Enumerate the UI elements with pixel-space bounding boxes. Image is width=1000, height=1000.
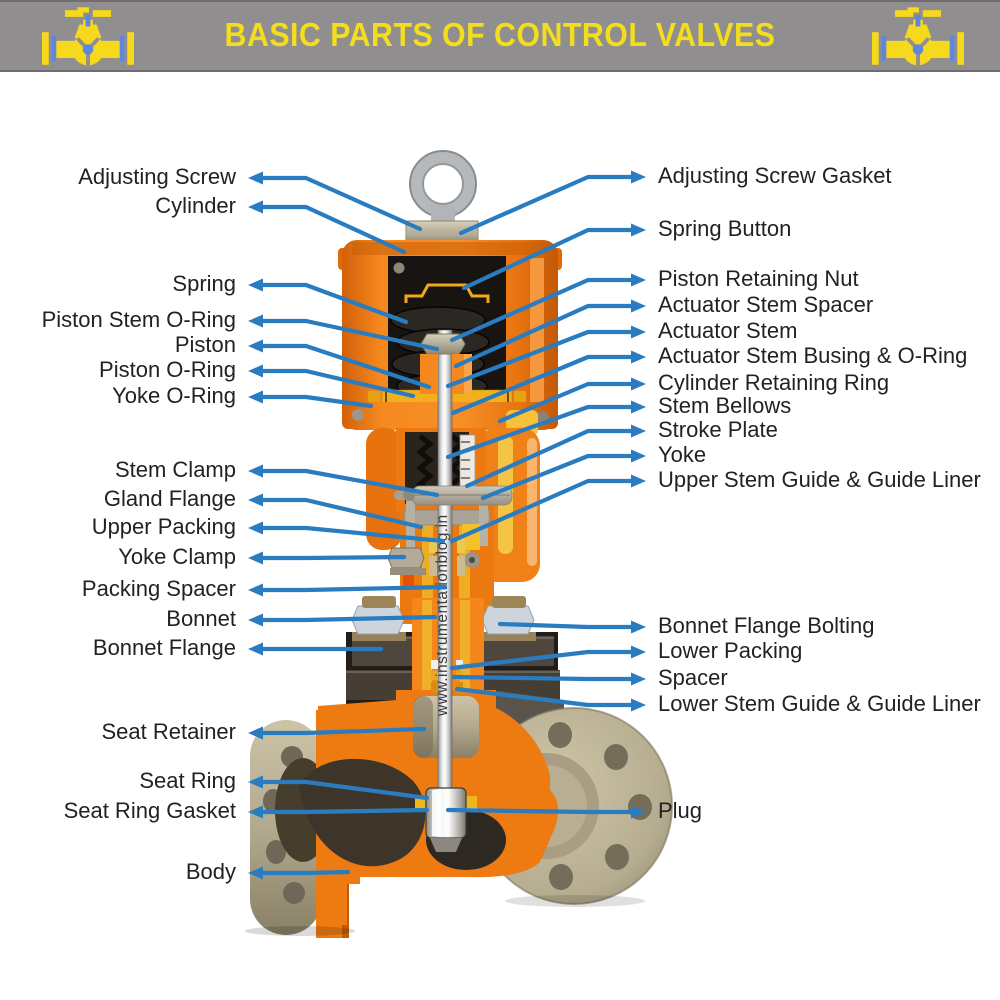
leader-arrowhead — [631, 805, 646, 819]
leader-line-stroke-plate — [464, 428, 636, 489]
spring-button — [404, 283, 490, 303]
bonnet-flange-bolting — [351, 596, 536, 641]
leader-arrowhead — [631, 620, 646, 634]
leader-line-bonnet — [258, 614, 438, 623]
leader-arrowhead — [248, 171, 263, 185]
leader-line-yoke — [480, 453, 636, 501]
leader-line-piston — [258, 343, 432, 390]
leader-arrowhead — [248, 642, 263, 656]
leader-line-actuator-stem — [445, 329, 636, 389]
leader-arrowhead — [248, 726, 263, 740]
leader-arrowhead — [248, 613, 263, 627]
leader-line-yoke-clamp — [258, 554, 407, 561]
leader-arrowhead — [248, 583, 263, 597]
leader-arrowhead — [631, 377, 646, 391]
leader-arrowhead — [631, 672, 646, 686]
leader-line-piston-o-ring — [258, 368, 416, 399]
leader-arrowhead — [248, 339, 263, 353]
leader-arrowhead — [631, 325, 646, 339]
leader-arrowhead — [631, 400, 646, 414]
leader-line-actuator-stem-spacer — [453, 303, 636, 369]
leader-line-plug — [445, 807, 636, 815]
leader-arrowhead — [248, 390, 263, 404]
leader-line-body — [258, 869, 351, 876]
leader-arrowhead — [248, 866, 263, 880]
leader-line-spacer — [451, 674, 636, 682]
eye-bolt — [409, 150, 477, 221]
leader-line-bonnet-flange-bolting — [497, 621, 636, 630]
leader-arrowhead — [631, 449, 646, 463]
leader-line-stem-clamp — [258, 468, 440, 498]
plug — [415, 787, 477, 852]
stem-clamp — [394, 485, 513, 506]
leader-line-seat-retainer — [258, 726, 427, 736]
leader-arrowhead — [248, 278, 263, 292]
header-bar: BASIC PARTS OF CONTROL VALVES — [0, 0, 1000, 72]
leader-line-adjusting-screw-gasket — [458, 174, 636, 236]
leader-line-stem-bellows — [445, 404, 636, 460]
upper-packing — [429, 538, 465, 576]
page-title: BASIC PARTS OF CONTROL VALVES — [224, 16, 776, 53]
leader-arrowhead — [248, 805, 263, 819]
leader-arrowhead — [248, 551, 263, 565]
leader-arrowhead — [248, 364, 263, 378]
leader-line-spring-button — [461, 227, 636, 291]
leader-line-actuator-stem-busing-o-ring — [450, 354, 636, 416]
leader-arrowhead — [248, 314, 263, 328]
leader-line-piston-retaining-nut — [449, 277, 636, 343]
leader-line-upper-packing — [258, 525, 446, 544]
leader-line-adjusting-screw — [258, 175, 423, 232]
leader-arrowhead — [631, 424, 646, 438]
valve-icon — [42, 7, 134, 66]
watermark-text: www.instrumentationblog.in — [434, 514, 451, 717]
leader-line-packing-spacer — [258, 584, 448, 593]
leader-line-yoke-o-ring — [258, 394, 374, 409]
leader-arrowhead — [631, 273, 646, 287]
leader-line-spring — [258, 282, 409, 325]
leader-arrowhead — [631, 474, 646, 488]
leader-line-gland-flange — [258, 497, 424, 530]
leader-line-upper-stem-guide-guide-liner — [449, 478, 636, 544]
leader-line-lower-stem-guide-guide-liner — [454, 686, 636, 708]
leader-line-seat-ring-gasket — [258, 807, 430, 815]
leader-line-lower-packing — [449, 649, 636, 671]
stem-bellows — [415, 434, 435, 494]
leader-arrowhead — [631, 350, 646, 364]
leader-arrowhead — [248, 464, 263, 478]
leader-arrowhead — [248, 775, 263, 789]
leader-line-cylinder-retaining-ring — [497, 381, 636, 424]
leader-arrowhead — [631, 223, 646, 237]
leader-line-cylinder — [258, 204, 407, 255]
leader-arrowhead — [631, 645, 646, 659]
leader-arrowhead — [248, 493, 263, 507]
leader-arrowhead — [248, 200, 263, 214]
leader-line-seat-ring — [258, 779, 430, 801]
leader-arrowhead — [631, 698, 646, 712]
leader-arrowhead — [248, 521, 263, 535]
leader-line-piston-stem-o-ring — [258, 318, 440, 352]
leader-arrowhead — [631, 170, 646, 184]
leader-arrowhead — [631, 299, 646, 313]
valve-icon — [872, 7, 964, 66]
